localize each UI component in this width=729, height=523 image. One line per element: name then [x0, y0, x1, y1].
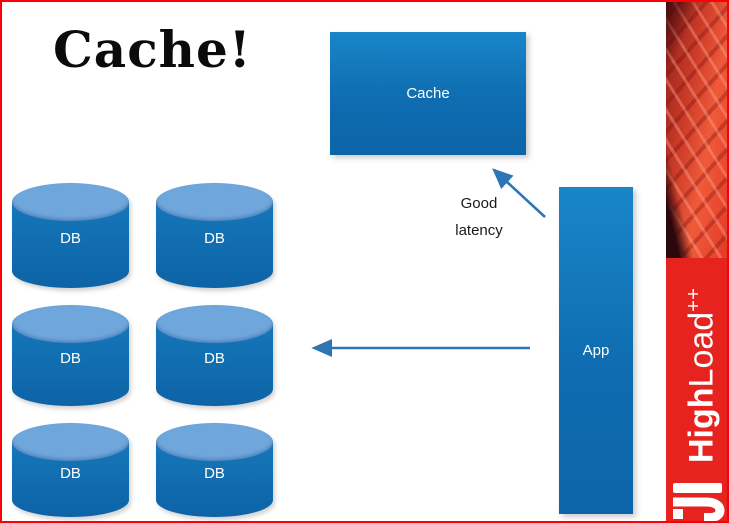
highload-brand-text: HighLoad++	[674, 288, 721, 463]
cylinder-top-shape	[12, 423, 129, 461]
cylinder-top-shape	[156, 305, 273, 343]
cylinder-top-shape	[12, 183, 129, 221]
db-label: DB	[60, 230, 81, 247]
db-cylinder: DB	[156, 423, 273, 517]
good-latency-annotation: Good latency	[437, 190, 521, 244]
db-cylinder: DB	[12, 423, 129, 517]
cylinder-top-shape	[12, 305, 129, 343]
db-label: DB	[60, 464, 81, 482]
db-label: DB	[204, 464, 225, 482]
brand-part-plusplus: ++	[683, 287, 705, 312]
db-label: DB	[204, 350, 225, 367]
brand-part-load: Load	[682, 311, 721, 388]
slide-title: Cache!	[53, 20, 252, 79]
building-photo	[666, 0, 729, 258]
cylinder-top-shape	[156, 183, 273, 221]
annotation-line: Good	[460, 195, 498, 212]
db-cylinder: DB	[12, 305, 129, 406]
app-box-label: App	[582, 342, 610, 359]
annotation-line: latency	[455, 222, 503, 239]
cylinder-top-shape	[156, 423, 273, 461]
db-cylinder: DB	[156, 305, 273, 406]
brand-part-high: High	[682, 387, 721, 463]
db-label: DB	[60, 350, 81, 367]
db-cylinder: DB	[12, 183, 129, 288]
db-cylinder: DB	[156, 183, 273, 288]
db-label: DB	[204, 230, 225, 247]
app-box: App	[559, 187, 633, 514]
highload-logo-icon	[673, 483, 725, 521]
sidebar-red-panel	[666, 258, 729, 523]
cache-box-label: Cache	[406, 85, 450, 102]
cache-box: Cache	[330, 32, 526, 155]
